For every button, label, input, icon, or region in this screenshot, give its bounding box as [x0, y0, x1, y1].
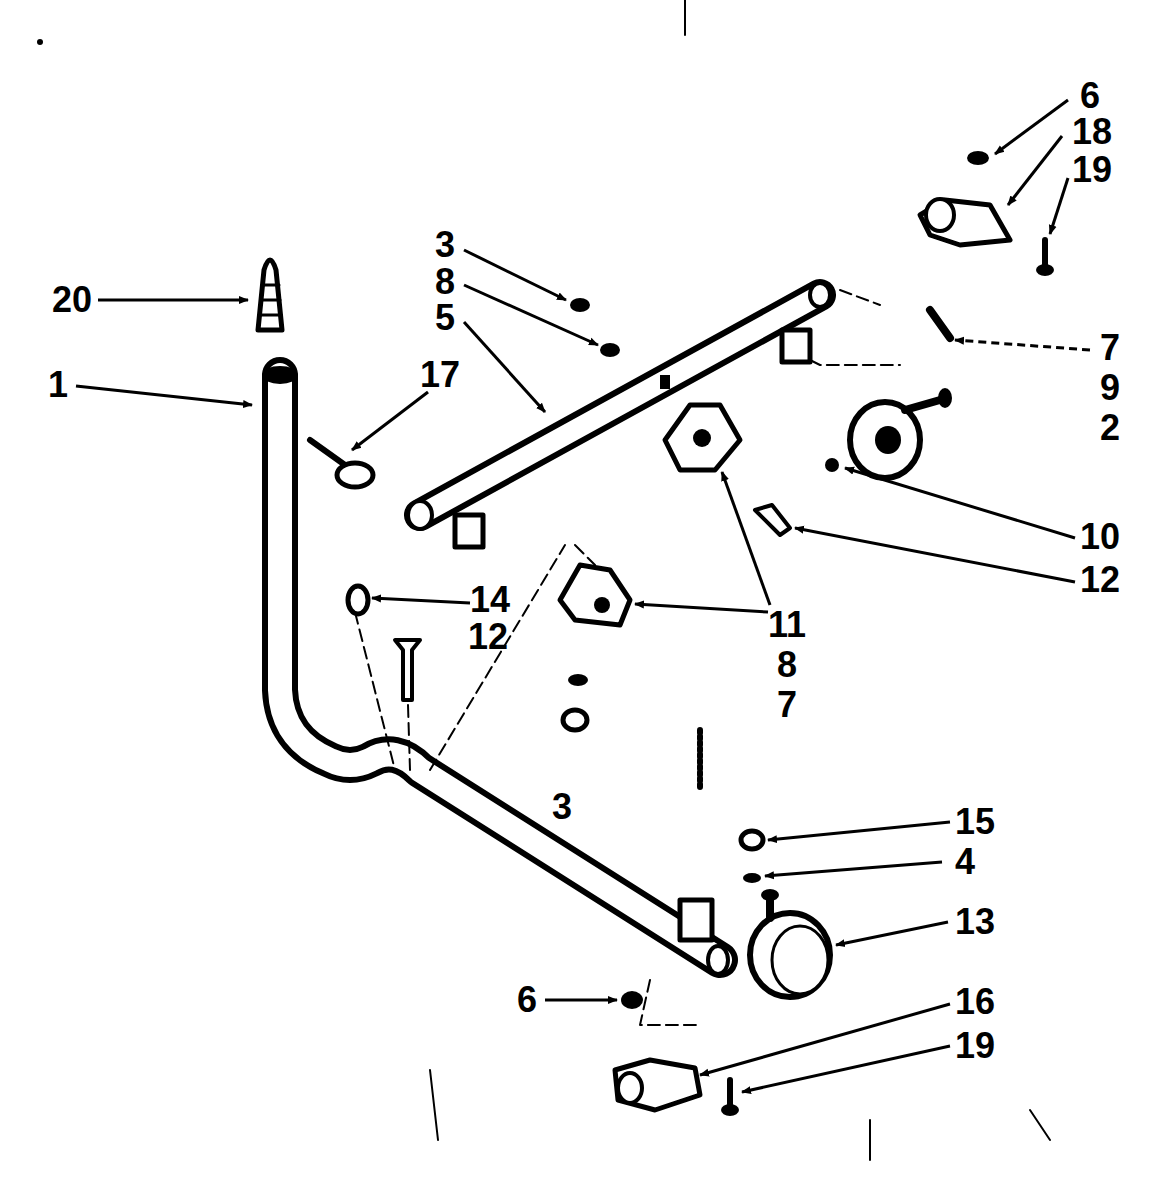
callout-number: 8 [435, 264, 455, 300]
callout-number: 20 [52, 282, 92, 318]
callout-number: 4 [955, 844, 975, 880]
callout-number: 12 [1080, 562, 1120, 598]
callout-number: 17 [420, 357, 460, 393]
callout-number: 18 [1072, 114, 1112, 150]
callout-number: 16 [955, 984, 995, 1020]
callout-number: 7 [1100, 330, 1120, 366]
callout-number: 1 [48, 367, 68, 403]
callout-number: 7 [777, 687, 797, 723]
callout-number: 10 [1080, 519, 1120, 555]
callout-number: 3 [435, 227, 455, 263]
callout-number: 6 [517, 982, 537, 1018]
callout-number: 19 [955, 1028, 995, 1064]
callout-number: 14 [470, 582, 510, 618]
callout-number: 3 [552, 789, 572, 825]
callout-number: 11 [768, 607, 806, 643]
callout-number: 19 [1072, 152, 1112, 188]
callout-number: 12 [468, 619, 508, 655]
callout-number: 6 [1080, 78, 1100, 114]
callout-number: 8 [777, 647, 797, 683]
callout-number: 5 [435, 300, 455, 336]
callout-number: 9 [1100, 370, 1120, 406]
callout-number: 13 [955, 904, 995, 940]
callout-number: 2 [1100, 410, 1120, 446]
callout-number: 15 [955, 804, 995, 840]
